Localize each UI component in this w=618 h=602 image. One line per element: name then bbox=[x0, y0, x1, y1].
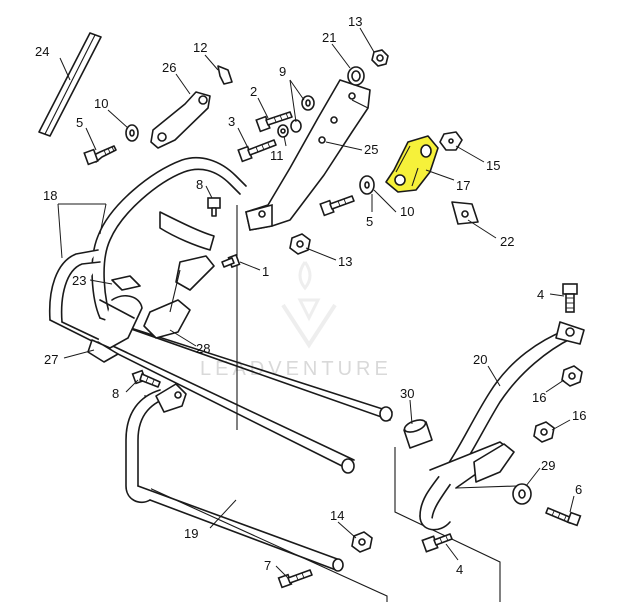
part-11-nut[interactable] bbox=[277, 124, 289, 138]
part-16-nut-2[interactable] bbox=[533, 421, 555, 443]
part-5-bolt[interactable] bbox=[83, 145, 117, 166]
part-6-bolt[interactable] bbox=[545, 507, 582, 527]
part-13-nut[interactable] bbox=[371, 49, 389, 67]
part-28-bracket[interactable] bbox=[143, 255, 215, 339]
part-9-washer[interactable] bbox=[301, 95, 315, 111]
callout-20[interactable]: 20 bbox=[473, 352, 487, 367]
part-29-bracket[interactable] bbox=[455, 443, 532, 505]
part-2-bolt[interactable] bbox=[255, 111, 293, 133]
part-12-clip[interactable] bbox=[217, 65, 233, 85]
part-20-u-bar[interactable] bbox=[419, 321, 585, 531]
part-24-rod[interactable] bbox=[38, 32, 102, 137]
part-16-nut[interactable] bbox=[561, 365, 583, 387]
watermark-logo-icon bbox=[281, 261, 337, 349]
callout-24[interactable]: 24 bbox=[35, 44, 49, 59]
part-3-bolt[interactable] bbox=[237, 139, 277, 163]
callout-30[interactable]: 30 bbox=[400, 386, 414, 401]
callout-9[interactable]: 9 bbox=[279, 64, 286, 79]
callout-2[interactable]: 2 bbox=[250, 84, 257, 99]
callout-22[interactable]: 22 bbox=[500, 234, 514, 249]
callout-13-mid[interactable]: 13 bbox=[338, 254, 352, 269]
watermark-text: LEADVENTURE bbox=[200, 358, 392, 380]
callout-6[interactable]: 6 bbox=[575, 482, 582, 497]
part-5-bolt-2[interactable] bbox=[319, 195, 355, 217]
callout-8-lower[interactable]: 8 bbox=[112, 386, 119, 401]
callout-10-right[interactable]: 10 bbox=[400, 204, 414, 219]
callout-16-lower[interactable]: 16 bbox=[572, 408, 586, 423]
callout-4-bottom[interactable]: 4 bbox=[456, 562, 463, 577]
callout-14[interactable]: 14 bbox=[330, 508, 344, 523]
callout-4-top[interactable]: 4 bbox=[537, 287, 544, 302]
callout-25[interactable]: 25 bbox=[364, 142, 378, 157]
part-4-bolt-2[interactable] bbox=[421, 533, 453, 553]
part-7-bolt[interactable] bbox=[277, 569, 313, 589]
part-26-bracket[interactable] bbox=[150, 91, 211, 149]
callout-18[interactable]: 18 bbox=[43, 188, 57, 203]
callout-1[interactable]: 1 bbox=[262, 264, 269, 279]
callout-29[interactable]: 29 bbox=[541, 458, 555, 473]
callout-21[interactable]: 21 bbox=[322, 30, 336, 45]
part-15-clip[interactable] bbox=[439, 131, 463, 151]
callout-13[interactable]: 13 bbox=[348, 14, 362, 29]
part-1-bolt[interactable] bbox=[221, 253, 241, 269]
part-8-bolt-2[interactable] bbox=[131, 369, 161, 388]
part-19-frame[interactable] bbox=[125, 383, 344, 572]
part-14-nut[interactable] bbox=[351, 531, 373, 553]
callout-27[interactable]: 27 bbox=[44, 352, 58, 367]
callout-28[interactable]: 28 bbox=[196, 341, 210, 356]
callout-7[interactable]: 7 bbox=[264, 558, 271, 573]
part-23-pad[interactable] bbox=[111, 275, 141, 291]
callout-5[interactable]: 5 bbox=[76, 115, 83, 130]
part-13-nut-2[interactable] bbox=[289, 233, 311, 255]
part-25-mounting-plate[interactable] bbox=[245, 79, 371, 231]
callout-23[interactable]: 23 bbox=[72, 273, 86, 288]
callout-15[interactable]: 15 bbox=[486, 158, 500, 173]
callout-17[interactable]: 17 bbox=[456, 178, 470, 193]
callout-10[interactable]: 10 bbox=[94, 96, 108, 111]
part-21-spacer[interactable] bbox=[347, 66, 365, 86]
part-10-washer[interactable] bbox=[125, 124, 139, 142]
callout-19[interactable]: 19 bbox=[184, 526, 198, 541]
part-30-sleeve[interactable] bbox=[403, 418, 433, 449]
part-17-bracket-highlighted[interactable] bbox=[385, 135, 439, 193]
part-4-bolt[interactable] bbox=[562, 283, 578, 313]
callout-16[interactable]: 16 bbox=[532, 390, 546, 405]
callout-11[interactable]: 11 bbox=[270, 148, 284, 163]
callout-3[interactable]: 3 bbox=[228, 114, 235, 129]
callout-labels: 24 26 12 10 5 2 3 9 11 21 13 25 8 10 5 1… bbox=[35, 14, 586, 577]
callout-12[interactable]: 12 bbox=[193, 40, 207, 55]
callout-8[interactable]: 8 bbox=[196, 177, 203, 192]
part-8-bolt[interactable] bbox=[207, 197, 221, 217]
part-27-clamp[interactable] bbox=[87, 295, 143, 363]
part-22-plate[interactable] bbox=[451, 201, 479, 225]
part-10-washer-2[interactable] bbox=[359, 175, 375, 195]
callout-5-right[interactable]: 5 bbox=[366, 214, 373, 229]
leader-lines bbox=[57, 27, 575, 579]
callout-26[interactable]: 26 bbox=[162, 60, 176, 75]
